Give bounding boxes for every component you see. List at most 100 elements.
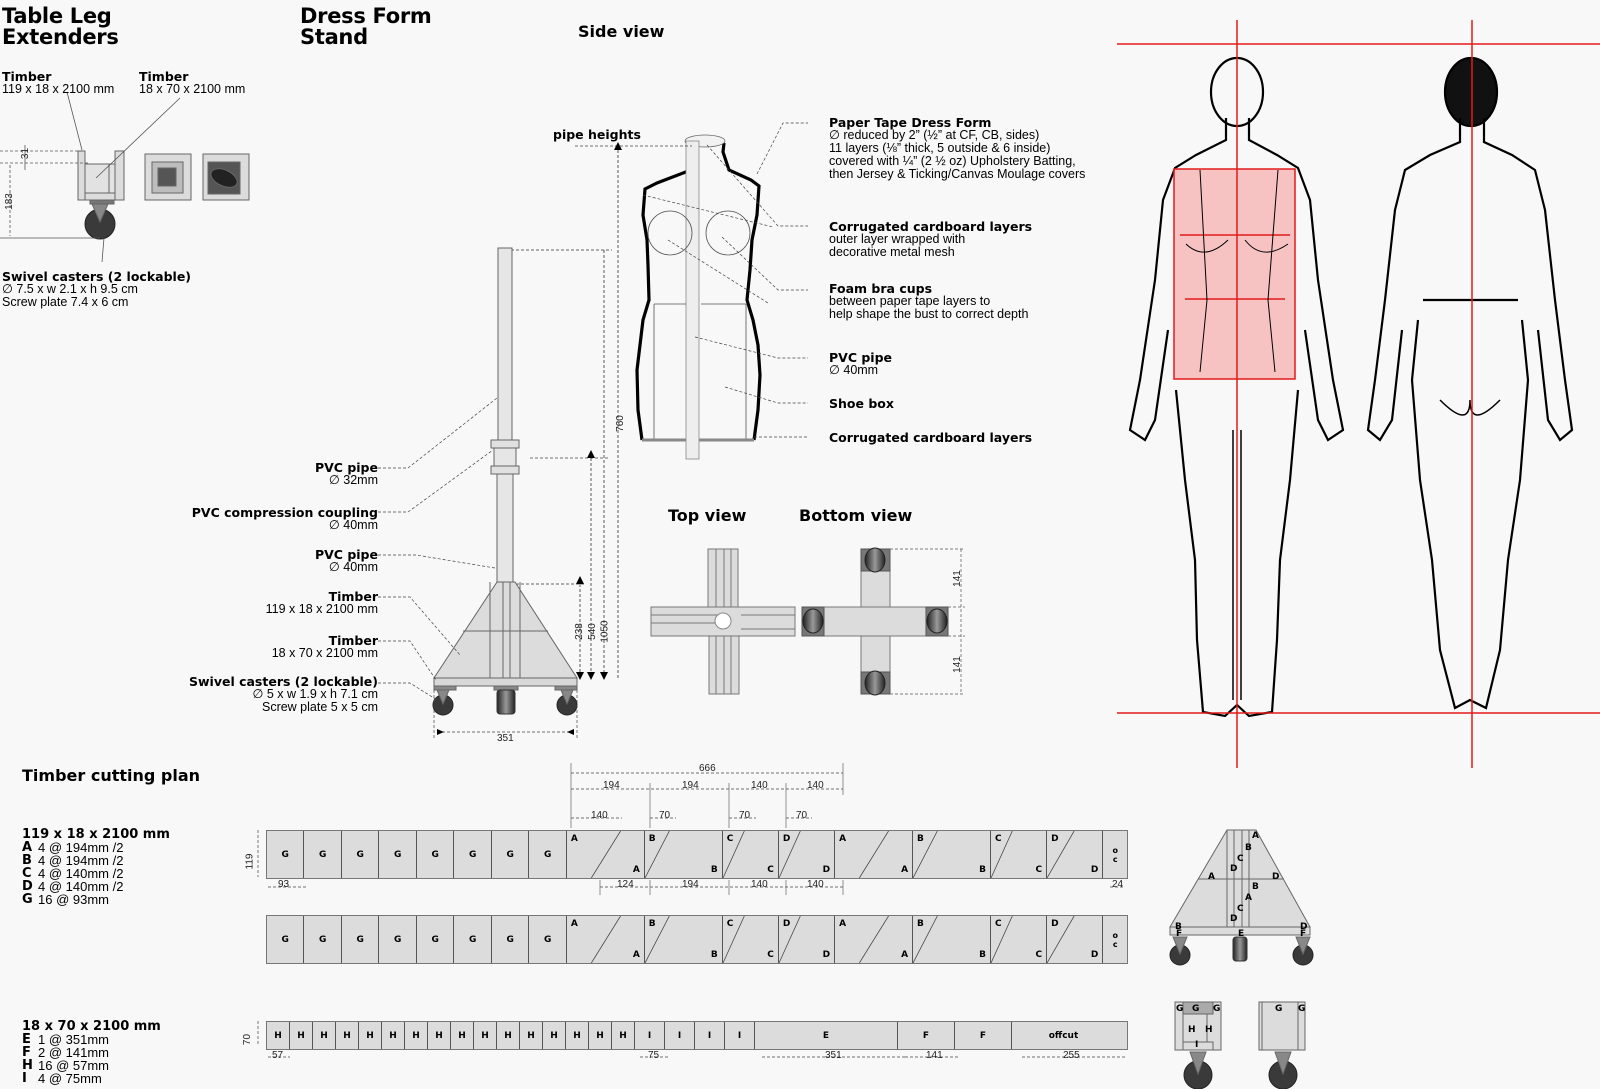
piece-label: G bbox=[543, 934, 552, 945]
part-label: D bbox=[1230, 914, 1238, 924]
offcut-piece: offcut bbox=[1012, 1022, 1115, 1049]
i-piece: I bbox=[695, 1022, 725, 1049]
label-title: Swivel casters (2 lockable) bbox=[188, 674, 378, 689]
g-piece: G bbox=[529, 916, 567, 963]
assembly-leg-diagrams bbox=[1174, 1001, 1306, 1089]
piece-label: H bbox=[619, 1030, 627, 1041]
red-guide-lines bbox=[1117, 20, 1600, 768]
piece-label: G bbox=[468, 934, 477, 945]
f-piece: F bbox=[898, 1022, 955, 1049]
assembly-leg-labels: G G G H H I G G bbox=[1130, 990, 1330, 1070]
h-piece: H bbox=[543, 1022, 566, 1049]
label-title: Timber bbox=[2, 69, 52, 84]
f-piece: F bbox=[955, 1022, 1012, 1049]
legend-key: G bbox=[22, 892, 33, 907]
bottom-view-drawing bbox=[801, 547, 949, 696]
piece-label: G bbox=[506, 934, 514, 945]
piece-label: G bbox=[506, 849, 514, 860]
cardboard2-label: Corrugated cardboard layers bbox=[829, 430, 1033, 445]
torso-highlight bbox=[1173, 168, 1296, 380]
g-piece: G bbox=[417, 916, 455, 963]
pipe-heights-label: pipe heights bbox=[553, 127, 641, 142]
dim-140-sub: 140 bbox=[591, 810, 608, 821]
piece-label: B bbox=[917, 834, 924, 844]
piece-label: D bbox=[822, 950, 831, 960]
part-label: F bbox=[1176, 929, 1183, 939]
piece-label: G bbox=[319, 934, 327, 945]
g-piece: G bbox=[379, 831, 417, 878]
legend-key: F bbox=[22, 1045, 31, 1060]
foam-cups-label: Foam bra cups between paper tape layers … bbox=[829, 282, 1028, 321]
dim-70-c: 70 bbox=[739, 810, 751, 821]
table-leg-timber-a-label: Timber 119 x 18 x 2100 mm bbox=[2, 70, 114, 96]
label-line: decorative metal mesh bbox=[829, 245, 955, 259]
e-piece: E bbox=[755, 1022, 898, 1049]
piece-label: G bbox=[431, 934, 439, 945]
label-title: PVC pipe bbox=[829, 350, 893, 365]
part-label: F bbox=[1300, 929, 1307, 939]
dim-70-b: 70 bbox=[659, 810, 671, 821]
piece-label: A bbox=[570, 919, 578, 929]
dim-1050: 1050 bbox=[599, 620, 611, 643]
h-piece: H bbox=[405, 1022, 428, 1049]
dim-140-c: 140 bbox=[751, 780, 768, 791]
piece-label: G bbox=[468, 849, 477, 860]
table-leg-timber-b-label: Timber 18 x 70 x 2100 mm bbox=[139, 70, 245, 96]
dim-141-f: 141 bbox=[926, 1050, 943, 1061]
dim-24: 24 bbox=[1112, 879, 1124, 890]
h-piece: H bbox=[474, 1022, 497, 1049]
piece-label: H bbox=[297, 1030, 305, 1041]
legend-key: I bbox=[22, 1071, 27, 1086]
label-dims: Screw plate 7.4 x 6 cm bbox=[2, 295, 129, 309]
dim-255: 255 bbox=[1063, 1050, 1080, 1061]
piece-label: B bbox=[979, 865, 986, 875]
part-label: C bbox=[1237, 854, 1244, 864]
title-line: Table Leg bbox=[2, 4, 112, 28]
g-piece: G bbox=[304, 831, 342, 878]
assembly-stand-labels: A B C D A D B A C D B D F E F bbox=[1130, 800, 1330, 970]
piece-label: C bbox=[726, 834, 734, 844]
table-leg-top-view bbox=[144, 153, 250, 201]
h-piece: H bbox=[267, 1022, 290, 1049]
dim-119: 119 bbox=[244, 853, 256, 870]
table-leg-title: Table Leg Extenders bbox=[2, 6, 119, 48]
g-piece: G bbox=[454, 831, 492, 878]
body-figures bbox=[1128, 56, 1574, 718]
dim-238: 238 bbox=[573, 623, 585, 640]
piece-label: I bbox=[647, 1030, 652, 1041]
legend-key: B bbox=[22, 853, 32, 868]
timber2-label: Timber 18 x 70 x 2100 mm bbox=[272, 634, 378, 660]
piece-label: G bbox=[431, 849, 439, 860]
title-line: Stand bbox=[300, 25, 368, 49]
h-piece: H bbox=[428, 1022, 451, 1049]
label-line: 11 layers (⅛” thick, 5 outside & 6 insid… bbox=[829, 141, 1051, 155]
dim-194-below: 194 bbox=[682, 879, 699, 890]
dress-form-title: Dress Form Stand bbox=[300, 6, 432, 48]
dim-194-a: 194 bbox=[603, 780, 620, 791]
label-title: PVC pipe bbox=[314, 547, 378, 562]
piece-label: C bbox=[726, 919, 734, 929]
piece-label: F bbox=[979, 1030, 987, 1041]
piece-label: B bbox=[710, 950, 718, 960]
legend-item: G 16 @ 93mm bbox=[22, 893, 170, 906]
label-dims: ∅ 40mm bbox=[328, 560, 378, 574]
piece-label: G bbox=[356, 934, 364, 945]
title-line: Extenders bbox=[2, 25, 119, 49]
stand-drawing bbox=[432, 247, 578, 716]
h-piece: H bbox=[359, 1022, 382, 1049]
h-piece: H bbox=[290, 1022, 313, 1049]
legend-text: 2 @ 141mm bbox=[38, 1045, 109, 1060]
label-title: Timber bbox=[139, 69, 189, 84]
part-label: G bbox=[1298, 1004, 1306, 1014]
piece-label: G bbox=[543, 849, 552, 860]
